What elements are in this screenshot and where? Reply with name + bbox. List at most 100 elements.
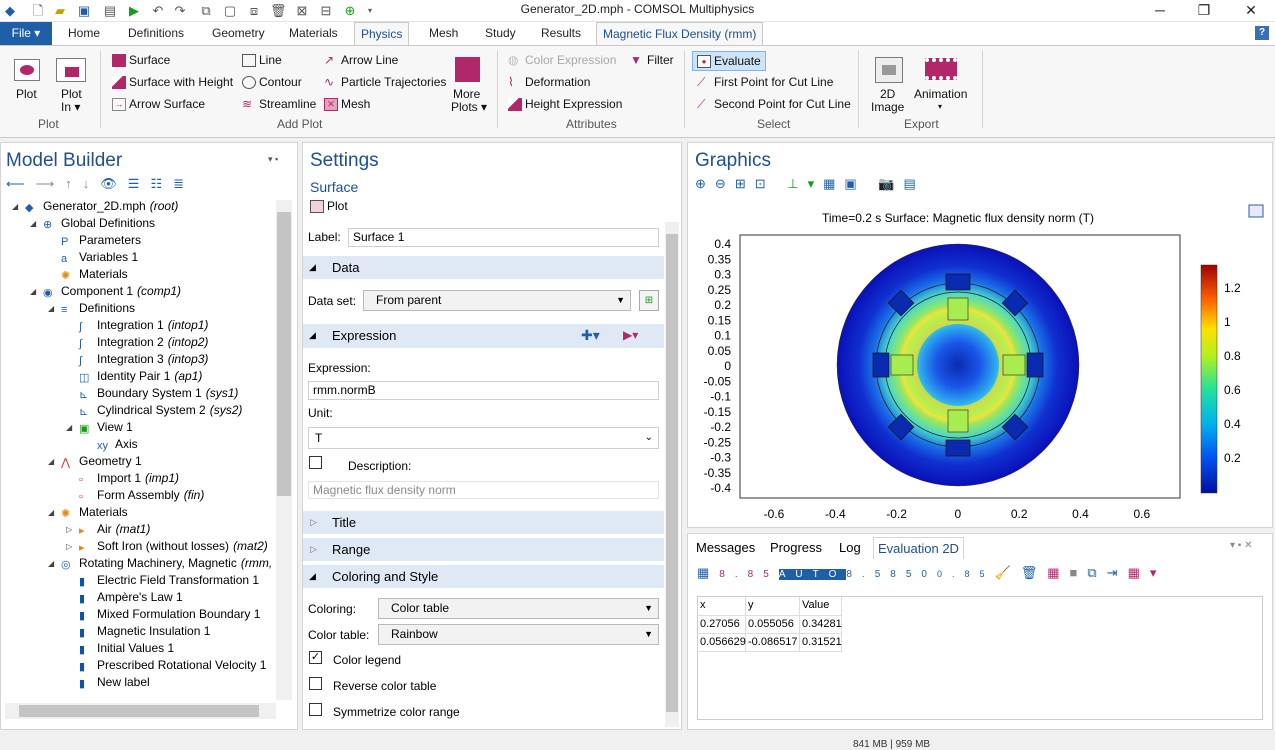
column-header[interactable]: Value [800, 597, 842, 616]
table-grid-icon[interactable]: ▦ [1047, 565, 1070, 580]
tree-item[interactable]: ▮New label [79, 674, 150, 691]
delete-icon[interactable]: 🗑 [1020, 565, 1048, 580]
expression-field[interactable]: rmm.normB [308, 381, 659, 400]
plot-in-button[interactable]: Plot [61, 87, 82, 101]
grid-icon[interactable]: ▦ [823, 176, 845, 191]
streamline-button[interactable]: ≋Streamline [242, 97, 316, 111]
tab-evaluation-2d[interactable]: Evaluation 2D [873, 537, 964, 559]
description-checkbox[interactable] [309, 456, 322, 469]
help-icon[interactable]: ? [1255, 26, 1269, 40]
column-header[interactable]: y [746, 597, 800, 616]
color-expression-button[interactable]: ◍Color Expression [508, 53, 616, 67]
tree-item[interactable]: ▫Import 1(imp1) [79, 470, 179, 487]
tree-item[interactable]: ▷▸Soft Iron (without losses)(mat2) [66, 538, 268, 555]
collapse-arrow-icon[interactable]: ◢ [12, 202, 19, 211]
back-icon[interactable]: ⟵ [6, 176, 36, 191]
tree-item[interactable]: ◢◎Rotating Machinery, Magnetic(rmm, [48, 555, 272, 572]
settings-plot-button[interactable]: Plot [310, 199, 348, 214]
clear-icon[interactable]: 🧹 [994, 565, 1021, 580]
tab-messages[interactable]: Messages [696, 540, 756, 555]
camera-icon[interactable]: 📷 [878, 176, 904, 191]
auto-icon[interactable]: AUTO [778, 569, 847, 580]
tree-item[interactable]: ▮Initial Values 1 [79, 640, 174, 657]
label-field[interactable]: Surface 1 [348, 228, 659, 247]
collapse-arrow-icon[interactable]: ◢ [30, 219, 37, 228]
tab-materials[interactable]: Materials [289, 26, 338, 40]
close-button[interactable]: ✕ [1245, 2, 1257, 18]
tab-home[interactable]: Home [68, 26, 101, 40]
collapse-arrow-icon[interactable]: ◢ [48, 457, 55, 466]
plot-button[interactable]: Plot [16, 87, 37, 101]
panel-controls-icon[interactable]: ▾ ▪ ✕ [1230, 540, 1253, 551]
settings-scrollbar[interactable] [665, 222, 679, 727]
tree-horizontal-scrollbar[interactable] [5, 703, 276, 719]
filter-button[interactable]: ▼Filter [630, 53, 674, 67]
zoom-out-icon[interactable]: ⊖ [714, 176, 735, 191]
plot-area[interactable]: Time=0.2 s Surface: Magnetic flux densit… [688, 200, 1272, 526]
copy-icon[interactable]: ⧉ [201, 3, 211, 18]
tab-study[interactable]: Study [485, 26, 516, 40]
tab-definitions[interactable]: Definitions [128, 26, 185, 40]
redo-icon[interactable]: ↷ [174, 3, 186, 18]
delete-icon[interactable]: 🗑 [270, 3, 287, 18]
minimize-button[interactable]: ─ [1155, 2, 1165, 18]
description-field[interactable]: Magnetic flux density norm [308, 481, 659, 499]
expand-arrow-icon[interactable]: ▷ [66, 525, 73, 534]
tree-item[interactable]: ◢✺Materials [48, 504, 128, 521]
animation-button[interactable]: Animation [914, 87, 968, 101]
image-button[interactable]: 2D [880, 87, 896, 101]
decimal-icon[interactable]: 8.5 [846, 569, 891, 580]
open-folder-icon[interactable]: ▰ [55, 3, 65, 18]
go-to-source-icon[interactable]: ⊞ [639, 290, 659, 311]
tab-results[interactable]: Results [541, 26, 582, 40]
collapse-icon[interactable]: ☷ [150, 176, 174, 191]
new-file-icon[interactable]: 🗋 [32, 3, 44, 18]
plot-in-dropdown[interactable]: In ▾ [61, 100, 81, 114]
move-down-icon[interactable]: ↓ [82, 176, 101, 191]
zoom-extents-icon[interactable]: ⊡ [754, 176, 775, 191]
tree-item[interactable]: ✺Materials [61, 266, 128, 283]
list-icon[interactable]: ≣ [173, 176, 196, 191]
tree-item[interactable]: ◢▣View 1 [66, 419, 133, 436]
expand-arrow-icon[interactable]: ▷ [66, 542, 73, 551]
tab-geometry[interactable]: Geometry [212, 26, 265, 40]
section-range[interactable]: ▷Range [303, 538, 664, 561]
height-expression-button[interactable]: Height Expression [508, 97, 622, 112]
deformation-button[interactable]: ⌇Deformation [508, 75, 590, 89]
coloring-select[interactable]: Color table▼ [378, 598, 659, 619]
unit-select[interactable]: T⌄ [308, 427, 659, 449]
tree-item[interactable]: ⊾Boundary System 1(sys1) [79, 385, 238, 402]
tree-item[interactable]: ▮Mixed Formulation Boundary 1 [79, 606, 260, 623]
plot-settings-icon[interactable] [1248, 204, 1264, 218]
replace-expression-icon[interactable]: ▶▾ [623, 328, 639, 342]
tree-scrollbar[interactable] [276, 200, 292, 700]
stop-icon[interactable]: ■ [1069, 565, 1088, 580]
clear-icon[interactable]: ⊠ [296, 3, 308, 18]
panel-menu-icon[interactable]: ▾ ▪ [268, 154, 279, 164]
exponent-icon[interactable]: 850 [890, 569, 937, 580]
duplicate-icon[interactable]: ⧈ [249, 3, 259, 18]
surface-button[interactable]: Surface [112, 53, 170, 68]
tree-item[interactable]: ◫Identity Pair 1(ap1) [79, 368, 202, 385]
tree-item[interactable]: ▷▸Air(mat1) [66, 521, 150, 538]
tree-item[interactable]: ▮Electric Field Transformation 1 [79, 572, 259, 589]
precision-icon[interactable]: 8.85 [719, 569, 779, 580]
tree-item[interactable]: ◢◉Component 1(comp1) [30, 283, 181, 300]
more-plots-button[interactable]: More [453, 87, 481, 101]
collapse-arrow-icon[interactable]: ◢ [48, 508, 55, 517]
second-point-button[interactable]: ⟋Second Point for Cut Line [697, 97, 851, 111]
expand-icon[interactable]: ☰ [127, 176, 151, 191]
table-options-icon[interactable]: ▦▾ [1127, 565, 1167, 580]
run-icon[interactable]: ▶ [129, 3, 139, 18]
section-data[interactable]: ◢Data [303, 256, 664, 279]
axis-orientation-icon[interactable]: ⊥▾ [787, 176, 824, 191]
insert-expression-icon[interactable]: ✚▾ [581, 327, 600, 343]
tree-item[interactable]: ◢⋀Geometry 1 [48, 453, 142, 470]
tab-log[interactable]: Log [839, 540, 861, 555]
color-table-select[interactable]: Rainbow▼ [378, 624, 659, 645]
tree-item[interactable]: ▮Magnetic Insulation 1 [79, 623, 210, 640]
column-header[interactable]: x [698, 597, 746, 616]
